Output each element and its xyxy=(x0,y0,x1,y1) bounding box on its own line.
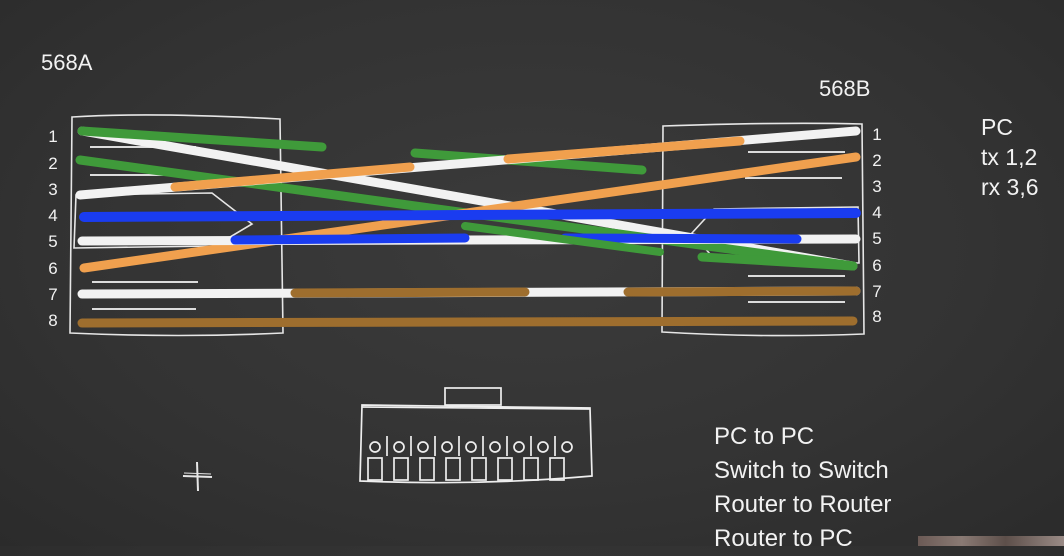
right-pin-number: 3 xyxy=(872,177,882,196)
pc-info-tx: tx 1,2 xyxy=(981,144,1038,170)
left-pin-number: 8 xyxy=(48,311,58,330)
right-rj45-connector xyxy=(661,122,865,337)
left-pin-number: 6 xyxy=(48,259,58,278)
right-pin-number: 4 xyxy=(872,203,882,222)
background-wall-edge xyxy=(918,536,1064,546)
crossover-use-case-list: PC to PC Switch to Switch Router to Rout… xyxy=(714,420,891,556)
right-pin-number: 8 xyxy=(872,307,882,326)
left-rj45-connector xyxy=(69,114,284,337)
plus-icon xyxy=(182,461,213,492)
left-pin-number: 7 xyxy=(48,285,58,304)
use-case-item: Switch to Switch xyxy=(714,457,889,484)
right-pin-marks xyxy=(745,151,845,303)
wire-blue xyxy=(79,208,861,222)
use-case-item: Router to PC xyxy=(714,525,853,552)
rj45-pin-slots xyxy=(367,457,565,481)
right-pin-number: 2 xyxy=(872,151,882,170)
use-case-item: PC to PC xyxy=(714,423,815,450)
wires xyxy=(75,126,861,328)
right-pin-number: 7 xyxy=(872,282,882,301)
pc-info-block: PC tx 1,2 rx 3,6 xyxy=(981,112,1039,202)
right-pin-number: 1 xyxy=(872,125,882,144)
left-pin-number: 1 xyxy=(48,127,58,146)
left-standard-label: 568A xyxy=(41,50,93,75)
left-pin-number: 3 xyxy=(48,180,58,199)
pc-info-rx: rx 3,6 xyxy=(981,174,1039,200)
pc-info-title: PC xyxy=(981,114,1013,140)
right-pin-number: 5 xyxy=(872,229,882,248)
right-pin-number: 6 xyxy=(872,256,882,275)
use-case-item: Router to Router xyxy=(714,491,892,518)
left-pin-number: 2 xyxy=(48,154,58,173)
rj45-pin-contacts xyxy=(369,436,573,456)
left-pin-number: 4 xyxy=(48,206,58,225)
left-pin-number: 5 xyxy=(48,232,58,251)
rj45-connector-front-icon xyxy=(359,387,593,484)
wire-brown xyxy=(77,316,858,328)
right-standard-label: 568B xyxy=(819,76,871,101)
